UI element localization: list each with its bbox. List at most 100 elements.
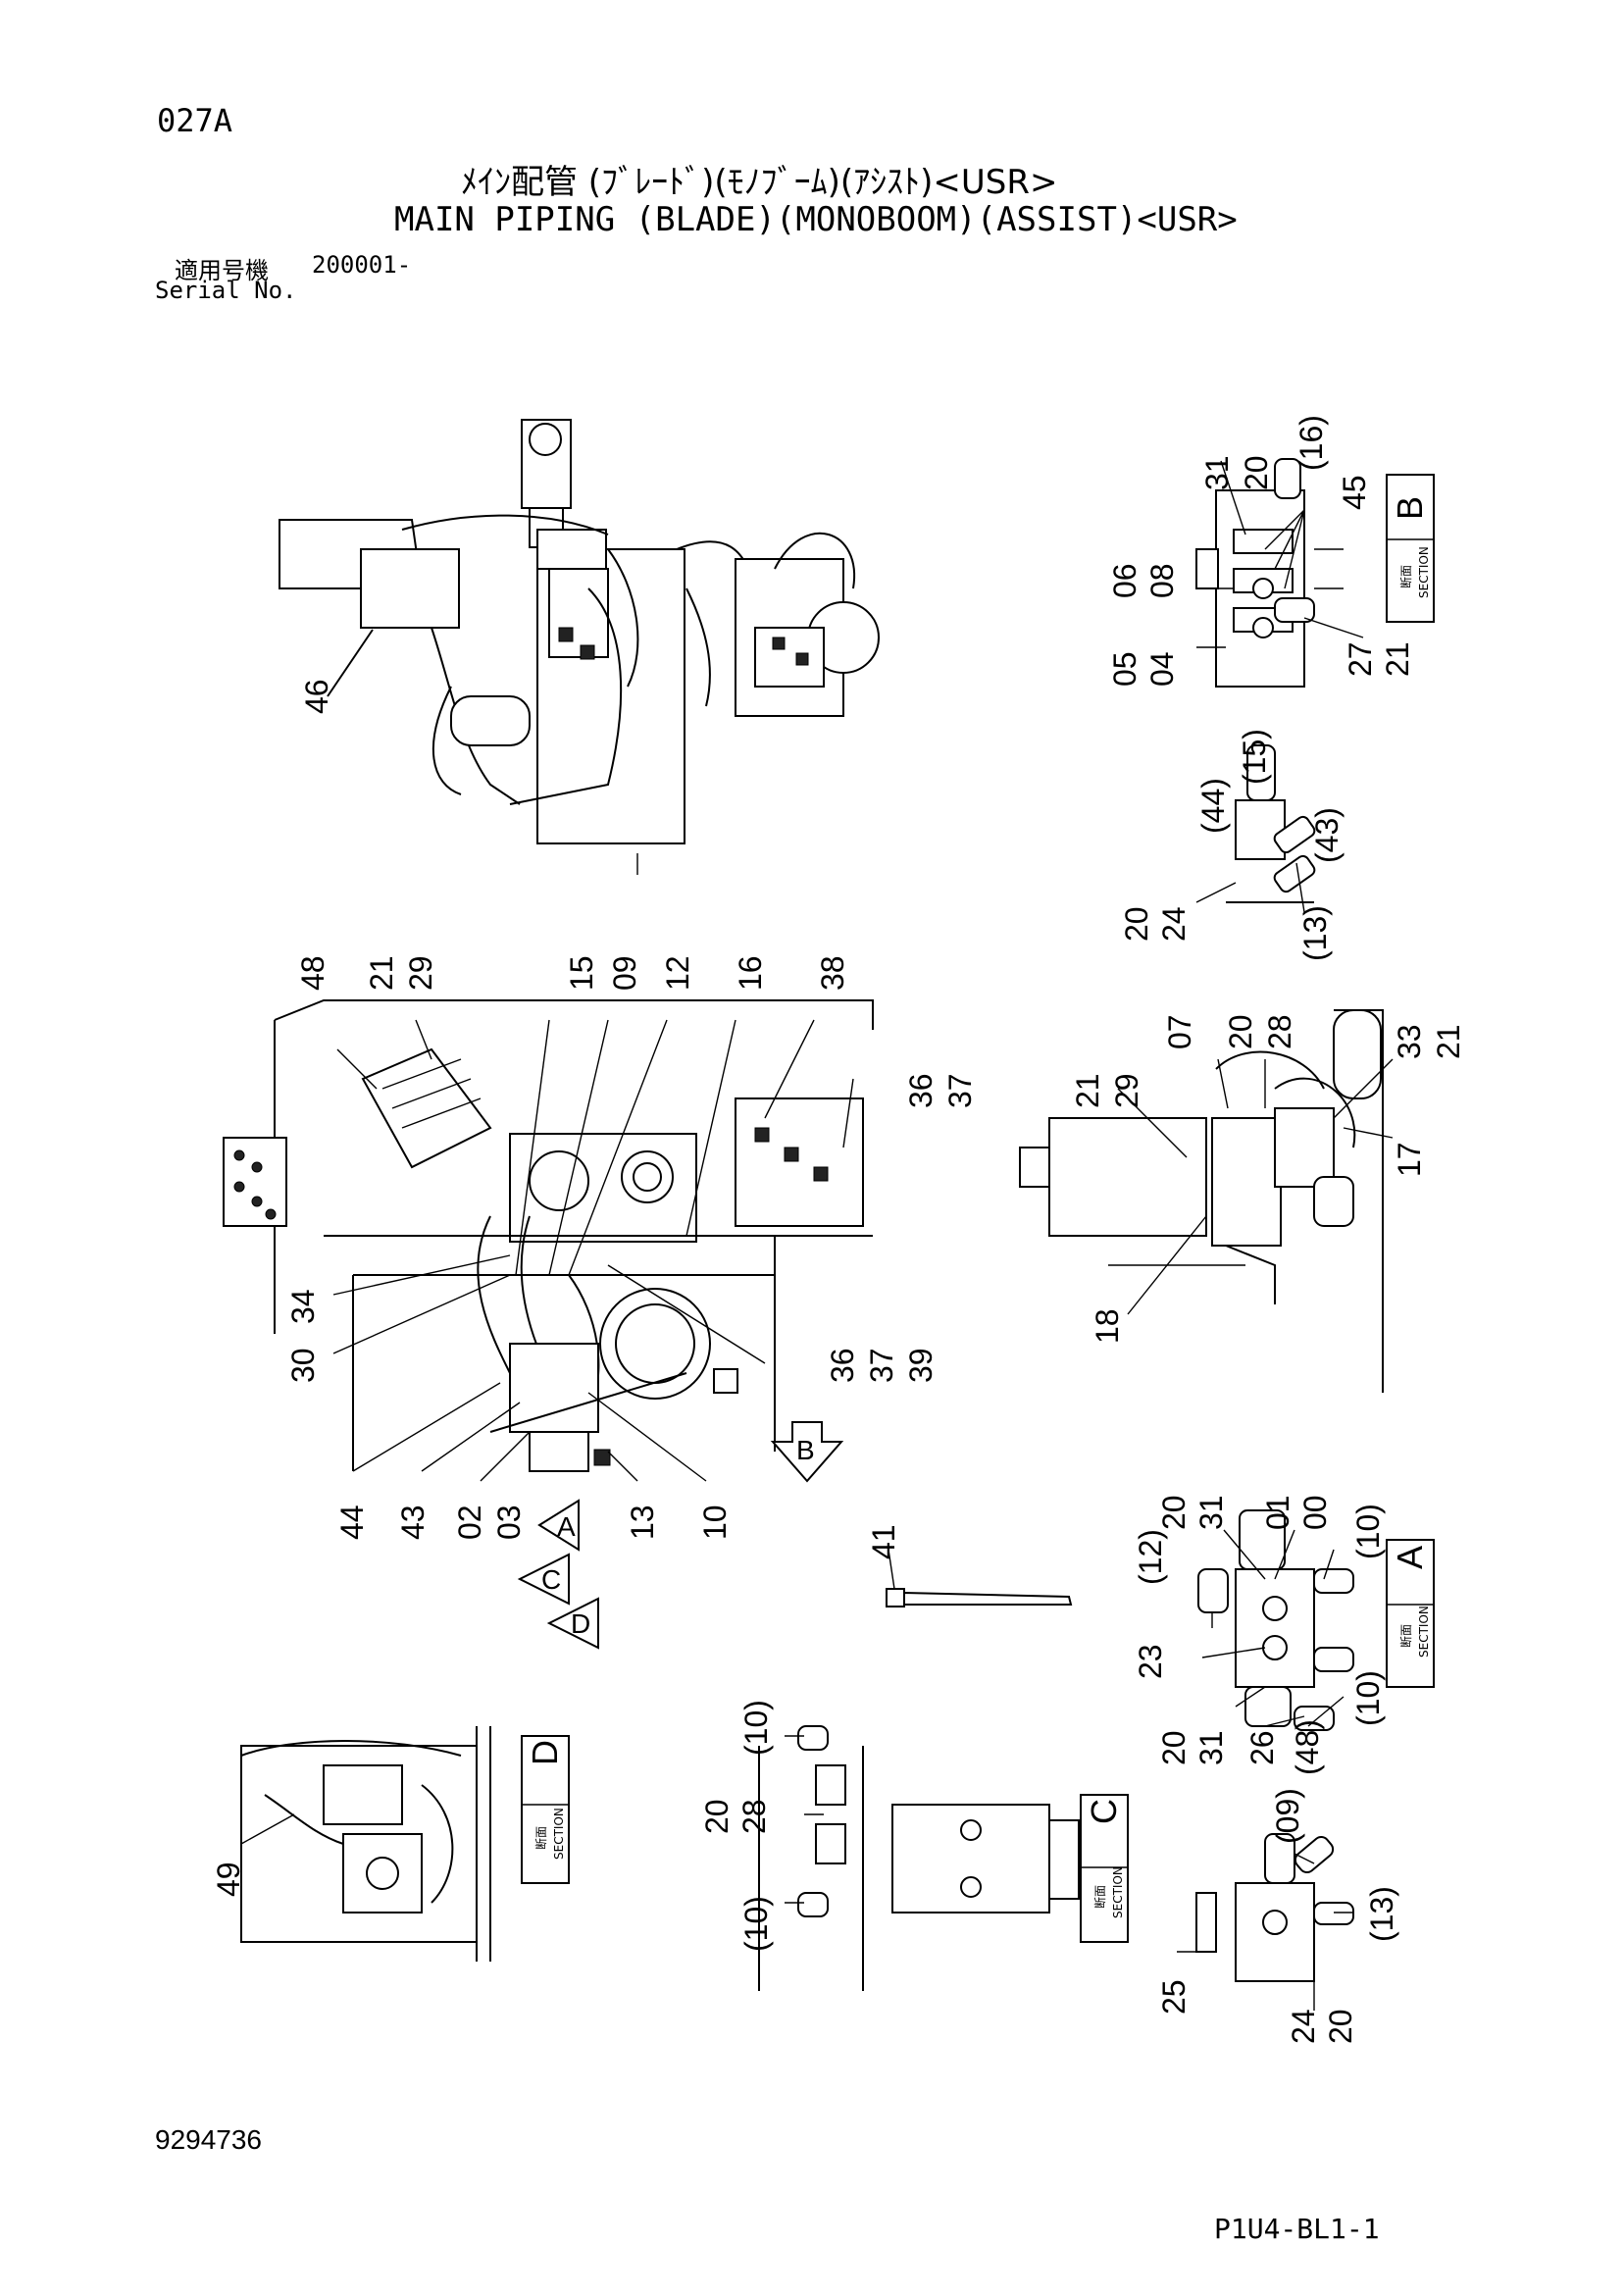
callout: (10) bbox=[1350, 1504, 1386, 1559]
callout: 49 bbox=[211, 1862, 246, 1897]
callout: 27 bbox=[1343, 641, 1378, 677]
callout: 23 bbox=[1133, 1644, 1168, 1679]
callout: 21 bbox=[364, 955, 399, 991]
title-english: MAIN PIPING (BLADE)(MONOBOOM)(ASSIST)<US… bbox=[394, 200, 1238, 239]
serial-label-english: Serial No. bbox=[155, 277, 297, 304]
svg-text:C: C bbox=[1084, 1799, 1124, 1824]
callout: (44) bbox=[1195, 778, 1231, 834]
callout: 06 bbox=[1107, 563, 1142, 598]
callout: (12) bbox=[1133, 1529, 1168, 1585]
callout: 36 bbox=[903, 1073, 939, 1108]
svg-text:A: A bbox=[1390, 1546, 1430, 1569]
title-japanese: ﾒｲﾝ配管 (ﾌﾞﾚｰﾄﾞ)(ﾓﾉﾌﾞｰﾑ)(ｱｼｽﾄ)<USR> bbox=[461, 163, 1058, 202]
callout: 17 bbox=[1392, 1142, 1427, 1177]
view-arrow-b: B bbox=[770, 1421, 844, 1483]
svg-text:D: D bbox=[571, 1608, 590, 1639]
callout: 37 bbox=[864, 1348, 899, 1383]
callout: 24 bbox=[1156, 906, 1192, 942]
callout: 20 bbox=[1119, 906, 1154, 942]
callout: 46 bbox=[299, 679, 334, 714]
section-box-c: C 断面 SECTION bbox=[1084, 1799, 1125, 1918]
callout: 20 bbox=[1223, 1014, 1258, 1049]
callout: 20 bbox=[1239, 455, 1274, 490]
callout: 08 bbox=[1144, 563, 1180, 598]
callout: 31 bbox=[1193, 1495, 1229, 1530]
callout: 29 bbox=[1109, 1073, 1144, 1108]
view-arrow-d: D bbox=[546, 1597, 599, 1650]
callout: 26 bbox=[1244, 1730, 1280, 1765]
callout: 09 bbox=[607, 955, 642, 991]
callout: (16) bbox=[1294, 415, 1329, 471]
callout: 13 bbox=[625, 1505, 660, 1540]
svg-text:D: D bbox=[525, 1740, 565, 1765]
callout: 02 bbox=[452, 1505, 487, 1540]
callout: 03 bbox=[491, 1505, 527, 1540]
callout: 01 bbox=[1260, 1495, 1295, 1530]
callout: 18 bbox=[1090, 1308, 1125, 1344]
callout: 31 bbox=[1199, 455, 1235, 490]
svg-text:C: C bbox=[541, 1564, 561, 1595]
section-box-a: A 断面 SECTION bbox=[1390, 1546, 1431, 1658]
cable-tie bbox=[886, 1549, 1073, 1607]
callout: (09) bbox=[1270, 1788, 1305, 1844]
svg-text:SECTION: SECTION bbox=[1417, 546, 1431, 598]
callout: 10 bbox=[697, 1505, 733, 1540]
callout: 20 bbox=[1156, 1730, 1192, 1765]
svg-text:B: B bbox=[796, 1435, 815, 1465]
callout: 30 bbox=[285, 1348, 321, 1383]
sheet-code: P1U4-BL1-1 bbox=[1214, 2213, 1380, 2245]
section-box-b: B 断面 SECTION bbox=[1390, 496, 1431, 598]
callout: 21 bbox=[1431, 1024, 1466, 1059]
callout: (48) bbox=[1290, 1719, 1325, 1775]
callout: 31 bbox=[1193, 1730, 1229, 1765]
callout: 25 bbox=[1156, 1979, 1192, 2015]
callout: 33 bbox=[1392, 1024, 1427, 1059]
section-b-detail bbox=[1195, 458, 1435, 688]
svg-text:断面: 断面 bbox=[1092, 1885, 1107, 1909]
callout: (10) bbox=[738, 1896, 774, 1952]
section-a-detail bbox=[1197, 1509, 1435, 1731]
callout: 05 bbox=[1107, 651, 1142, 687]
callout: 41 bbox=[866, 1524, 901, 1559]
view-arrow-a: A bbox=[537, 1499, 580, 1552]
callout: 20 bbox=[1323, 2009, 1358, 2044]
callout: 16 bbox=[733, 955, 768, 991]
svg-text:断面: 断面 bbox=[1398, 565, 1413, 588]
callout: 37 bbox=[942, 1073, 978, 1108]
svg-text:断面: 断面 bbox=[533, 1826, 548, 1850]
callout: 24 bbox=[1286, 2009, 1321, 2044]
callout: (43) bbox=[1309, 807, 1345, 863]
callout: (10) bbox=[1350, 1670, 1386, 1726]
view-arrow-c: C bbox=[517, 1553, 570, 1606]
callout: 34 bbox=[285, 1289, 321, 1324]
callout: 45 bbox=[1337, 475, 1372, 510]
section-c-detail bbox=[758, 1725, 1129, 1991]
callout: (13) bbox=[1364, 1886, 1399, 1942]
svg-text:SECTION: SECTION bbox=[1111, 1866, 1125, 1918]
callout: 21 bbox=[1070, 1073, 1105, 1108]
serial-value: 200001- bbox=[312, 251, 412, 279]
svg-text:SECTION: SECTION bbox=[552, 1808, 566, 1860]
callout: 44 bbox=[334, 1505, 370, 1540]
callout: 38 bbox=[815, 955, 850, 991]
main-view-assembly bbox=[223, 999, 874, 1482]
detail-small-valve bbox=[1195, 744, 1316, 913]
section-box-d: D 断面 SECTION bbox=[525, 1740, 566, 1860]
callout: 28 bbox=[1262, 1014, 1297, 1049]
callout: 48 bbox=[295, 955, 330, 991]
serial-label-japanese: 適用号機 bbox=[175, 257, 269, 284]
callout: 20 bbox=[1156, 1495, 1192, 1530]
svg-text:SECTION: SECTION bbox=[1417, 1606, 1431, 1658]
callout: 43 bbox=[395, 1505, 431, 1540]
page-code: 027A bbox=[157, 102, 233, 139]
callout: (13) bbox=[1297, 905, 1333, 961]
callout: 07 bbox=[1162, 1014, 1197, 1049]
callout: 28 bbox=[736, 1799, 772, 1834]
callout: 00 bbox=[1297, 1495, 1333, 1530]
callout: 12 bbox=[660, 955, 695, 991]
svg-text:B: B bbox=[1390, 496, 1430, 520]
callout: (15) bbox=[1237, 729, 1272, 785]
callout: 39 bbox=[903, 1348, 939, 1383]
right-view-assembly bbox=[1019, 1009, 1394, 1393]
